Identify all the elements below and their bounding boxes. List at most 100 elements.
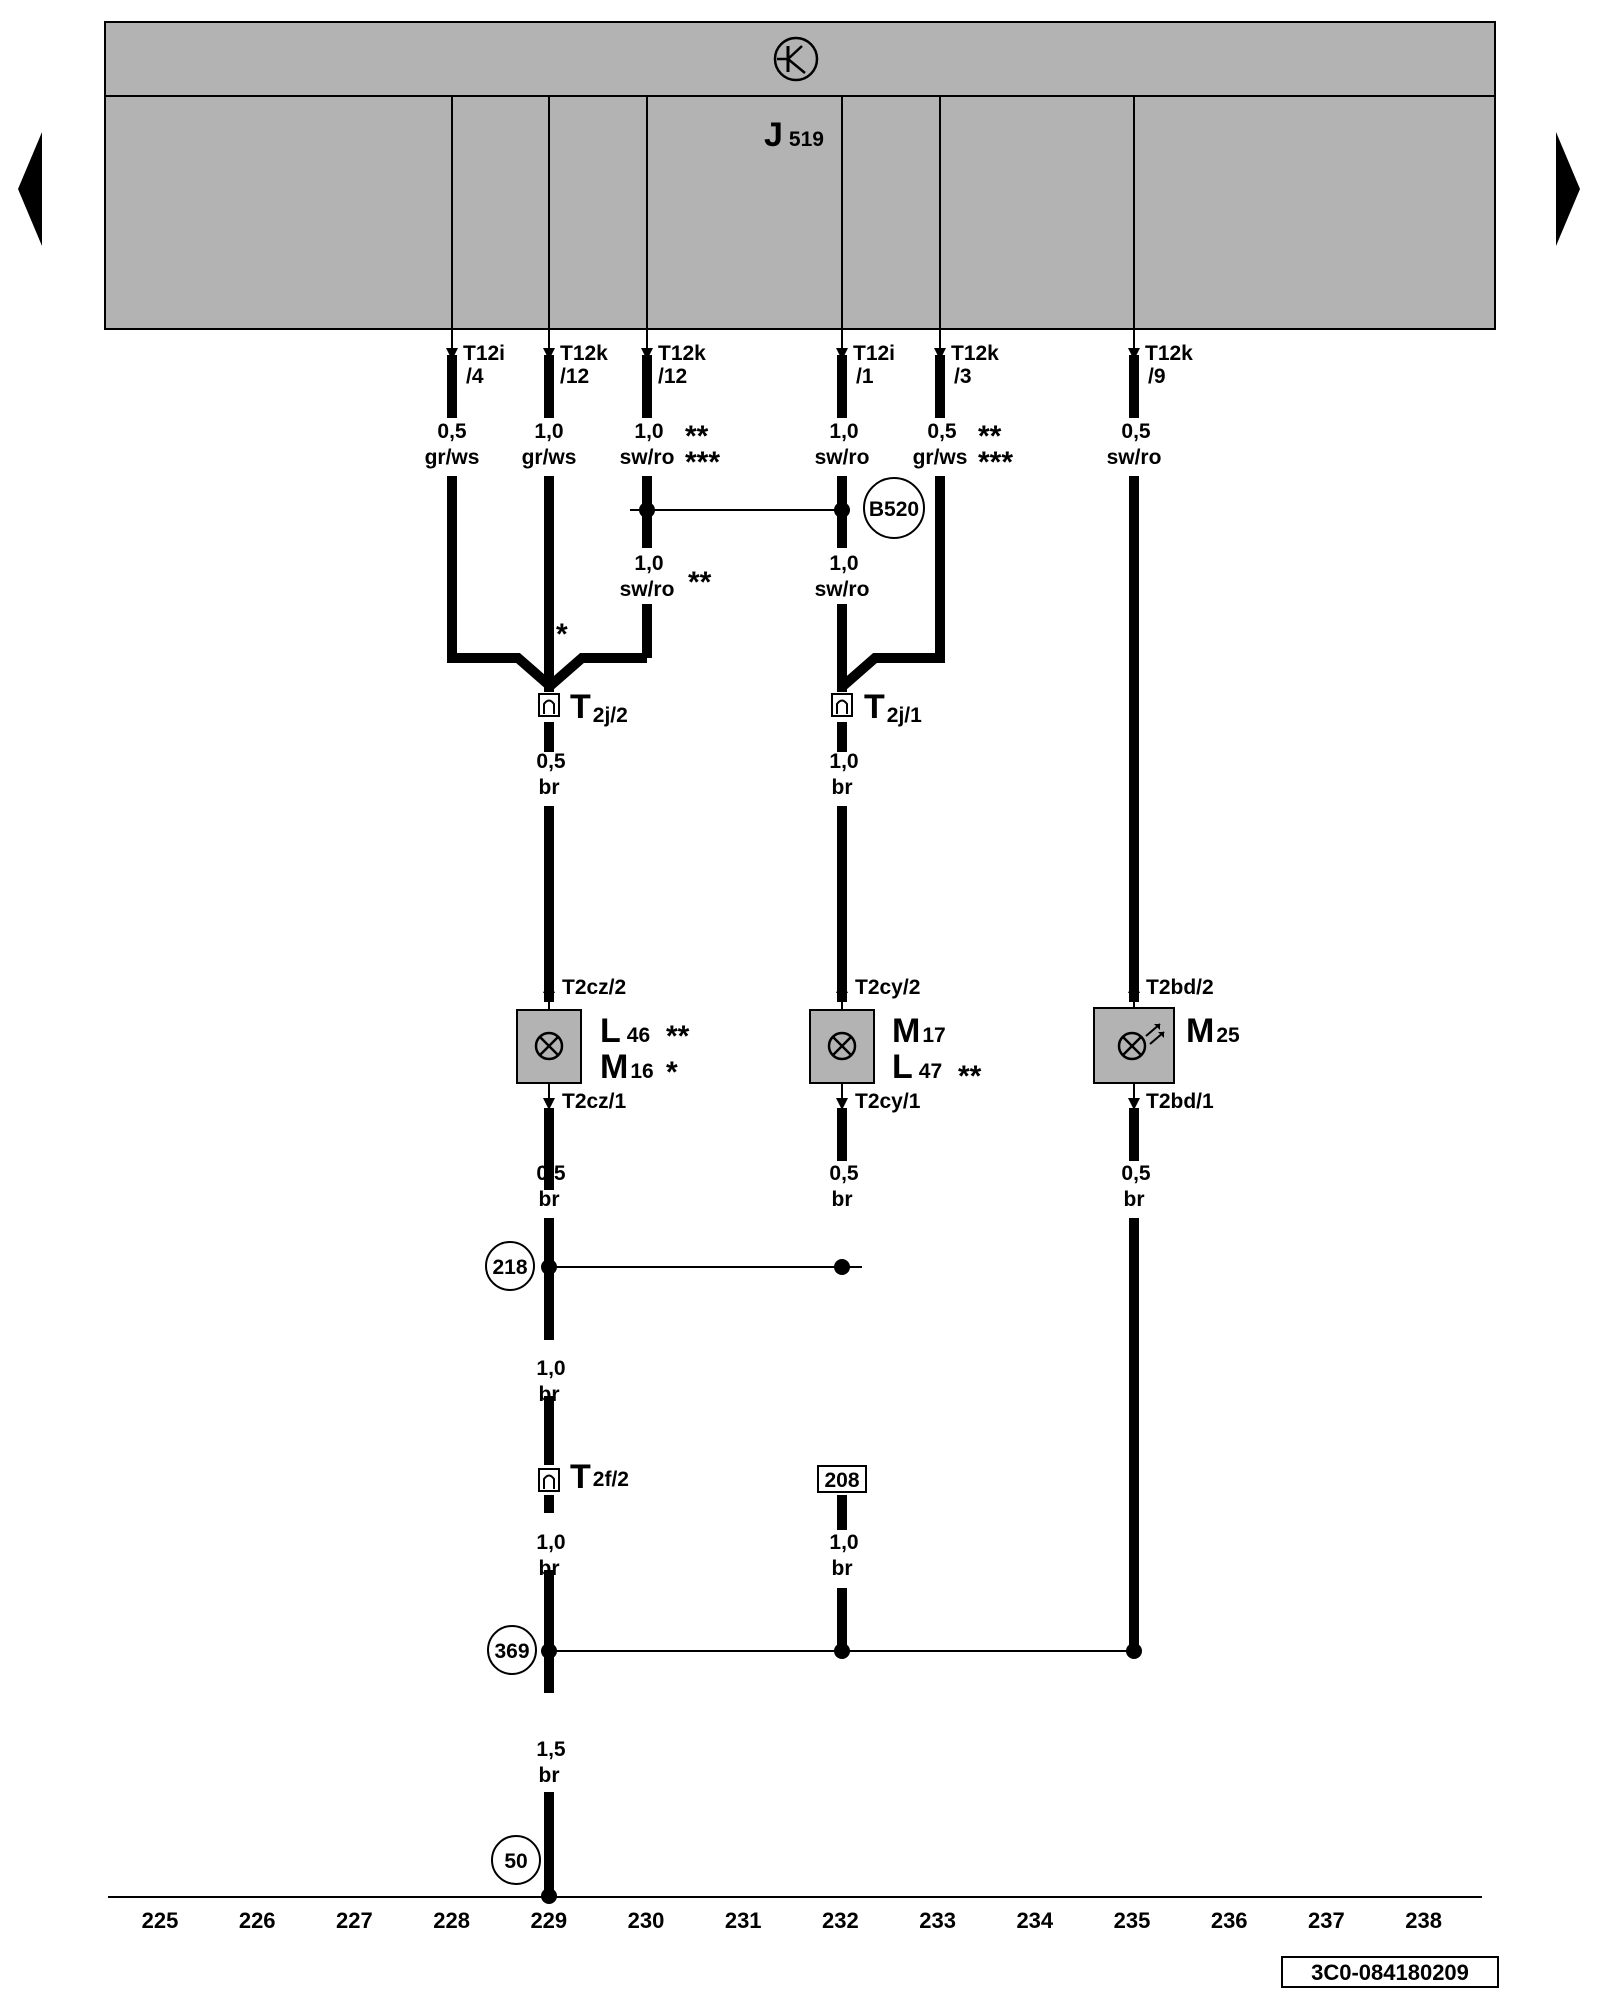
- svg-text:T2j/1: T2j/1: [864, 688, 922, 727]
- wire-size: 1,0: [536, 1357, 565, 1380]
- wire-color: sw/ro: [620, 578, 675, 601]
- wire-color: br: [539, 776, 560, 799]
- wire-color: gr/ws: [913, 446, 968, 469]
- wire-size: 0,5: [536, 1162, 566, 1185]
- wire-color: br: [1124, 1188, 1145, 1211]
- bulb-icon: [534, 1031, 564, 1061]
- scale-number: 234: [1016, 1908, 1053, 1933]
- junction-dots: [541, 502, 1142, 1904]
- ground-reference-218: 218: [485, 1241, 535, 1291]
- scale-number: 228: [433, 1908, 470, 1933]
- scale-number: 236: [1211, 1908, 1248, 1933]
- svg-text:218: 218: [492, 1256, 527, 1279]
- pin-label-1-pin: /4: [466, 365, 484, 388]
- wire-size: 0,5: [536, 750, 566, 773]
- scale-number: 237: [1308, 1908, 1345, 1933]
- transistor-symbol-icon: [773, 36, 819, 82]
- pin-connectors: [446, 329, 1140, 360]
- lamp-component-l46-m16: [516, 1009, 582, 1084]
- svg-text:50: 50: [504, 1850, 527, 1873]
- component-pin-bottom: T2cz/1: [562, 1090, 627, 1113]
- wire-color: gr/ws: [425, 446, 480, 469]
- scale-number: 231: [725, 1908, 762, 1933]
- svg-text:T2f/2: T2f/2: [570, 1458, 629, 1496]
- scale-number: 235: [1114, 1908, 1151, 1933]
- scale-number: 238: [1405, 1908, 1442, 1933]
- wire-size: 0,5: [437, 420, 467, 443]
- pin-label-4-conn: T12i: [853, 342, 895, 365]
- scale-number: 232: [822, 1908, 859, 1933]
- component-label-m25: M25: [1186, 1012, 1240, 1050]
- wire-size: 1,0: [829, 750, 858, 773]
- wire-color: br: [832, 776, 853, 799]
- pin-label-6-pin: /9: [1148, 365, 1166, 388]
- lamp-component-m17-l47: [809, 1009, 875, 1084]
- wire-size: 0,5: [1121, 1162, 1151, 1185]
- component-note: **: [958, 1060, 982, 1093]
- connector-t2f-2: T2f/2: [538, 1458, 629, 1496]
- scale-number: 229: [530, 1908, 567, 1933]
- pin-label-5-pin: /3: [954, 365, 972, 388]
- wire-size: 1,5: [536, 1738, 566, 1761]
- wire-size: 1,0: [634, 420, 663, 443]
- wire-size: 1,0: [634, 552, 663, 575]
- wire-size: 1,0: [829, 1531, 858, 1554]
- wire-size: 1,0: [536, 1531, 565, 1554]
- wire-color: sw/ro: [1107, 446, 1162, 469]
- wire-size: 0,5: [829, 1162, 859, 1185]
- scale-number: 225: [142, 1908, 179, 1933]
- connector-t2j-2: T2j/2: [538, 688, 628, 727]
- pin-label-2-conn: T12k: [560, 342, 608, 365]
- component-label-m17: M17: [892, 1012, 946, 1050]
- ground-reference-369: 369: [487, 1625, 537, 1675]
- wire-color: br: [539, 1188, 560, 1211]
- component-note: **: [666, 1020, 690, 1053]
- reference-box-208: 208: [817, 1465, 867, 1493]
- scale-number: 227: [336, 1908, 373, 1933]
- document-id: 3C0-084180209: [1281, 1956, 1499, 1988]
- scale-number: 230: [628, 1908, 665, 1933]
- svg-text:B520: B520: [869, 498, 919, 521]
- pin-label-3-conn: T12k: [658, 342, 706, 365]
- wire-size: 0,5: [1121, 420, 1151, 443]
- previous-page-arrow-icon[interactable]: [18, 132, 42, 246]
- wires: [447, 355, 1139, 1902]
- lamp-component-m25: [1093, 1007, 1175, 1084]
- wire-color: br: [832, 1557, 853, 1580]
- pin-label-4-pin: /1: [856, 365, 874, 388]
- pin-label-5-conn: T12k: [951, 342, 999, 365]
- next-page-arrow-icon[interactable]: [1556, 132, 1580, 246]
- track-scale: 225 226 227 228 229 230 231 232 233 234 235 236 237 2…: [142, 1908, 1442, 1933]
- ground-reference-50: 50: [491, 1835, 541, 1885]
- pin-label-6-conn: T12k: [1145, 342, 1193, 365]
- wire-note: **: [978, 420, 1002, 453]
- pin-label-2-pin: /12: [560, 365, 589, 388]
- component-note: *: [666, 1056, 678, 1089]
- component-pin-top: T2bd/2: [1146, 976, 1214, 999]
- component-pin-arrows: [543, 981, 1140, 1112]
- wire-color: sw/ro: [815, 446, 870, 469]
- scale-number: 226: [239, 1908, 276, 1933]
- wire-color: br: [832, 1188, 853, 1211]
- wire-color: gr/ws: [522, 446, 577, 469]
- bulb-icon: [827, 1031, 857, 1061]
- wire-note: *: [556, 618, 568, 651]
- wire-size: 1,0: [829, 552, 858, 575]
- wire-note: ***: [978, 446, 1013, 479]
- wire-note: **: [685, 420, 709, 453]
- svg-text:208: 208: [824, 1469, 859, 1492]
- scale-number: 233: [919, 1908, 956, 1933]
- component-pin-top: T2cy/2: [855, 976, 920, 999]
- connector-t2j-1: T2j/1: [831, 688, 922, 727]
- wire-color: br: [539, 1764, 560, 1787]
- component-label-m16: M16: [600, 1048, 654, 1086]
- bulb-with-rays-icon: [1117, 1023, 1165, 1061]
- wire-size: 1,0: [534, 420, 563, 443]
- component-pin-bottom: T2bd/1: [1146, 1090, 1214, 1113]
- wire-note: ***: [685, 446, 720, 479]
- wire-color: sw/ro: [620, 446, 675, 469]
- svg-text:3C0-084180209: 3C0-084180209: [1311, 1960, 1469, 1985]
